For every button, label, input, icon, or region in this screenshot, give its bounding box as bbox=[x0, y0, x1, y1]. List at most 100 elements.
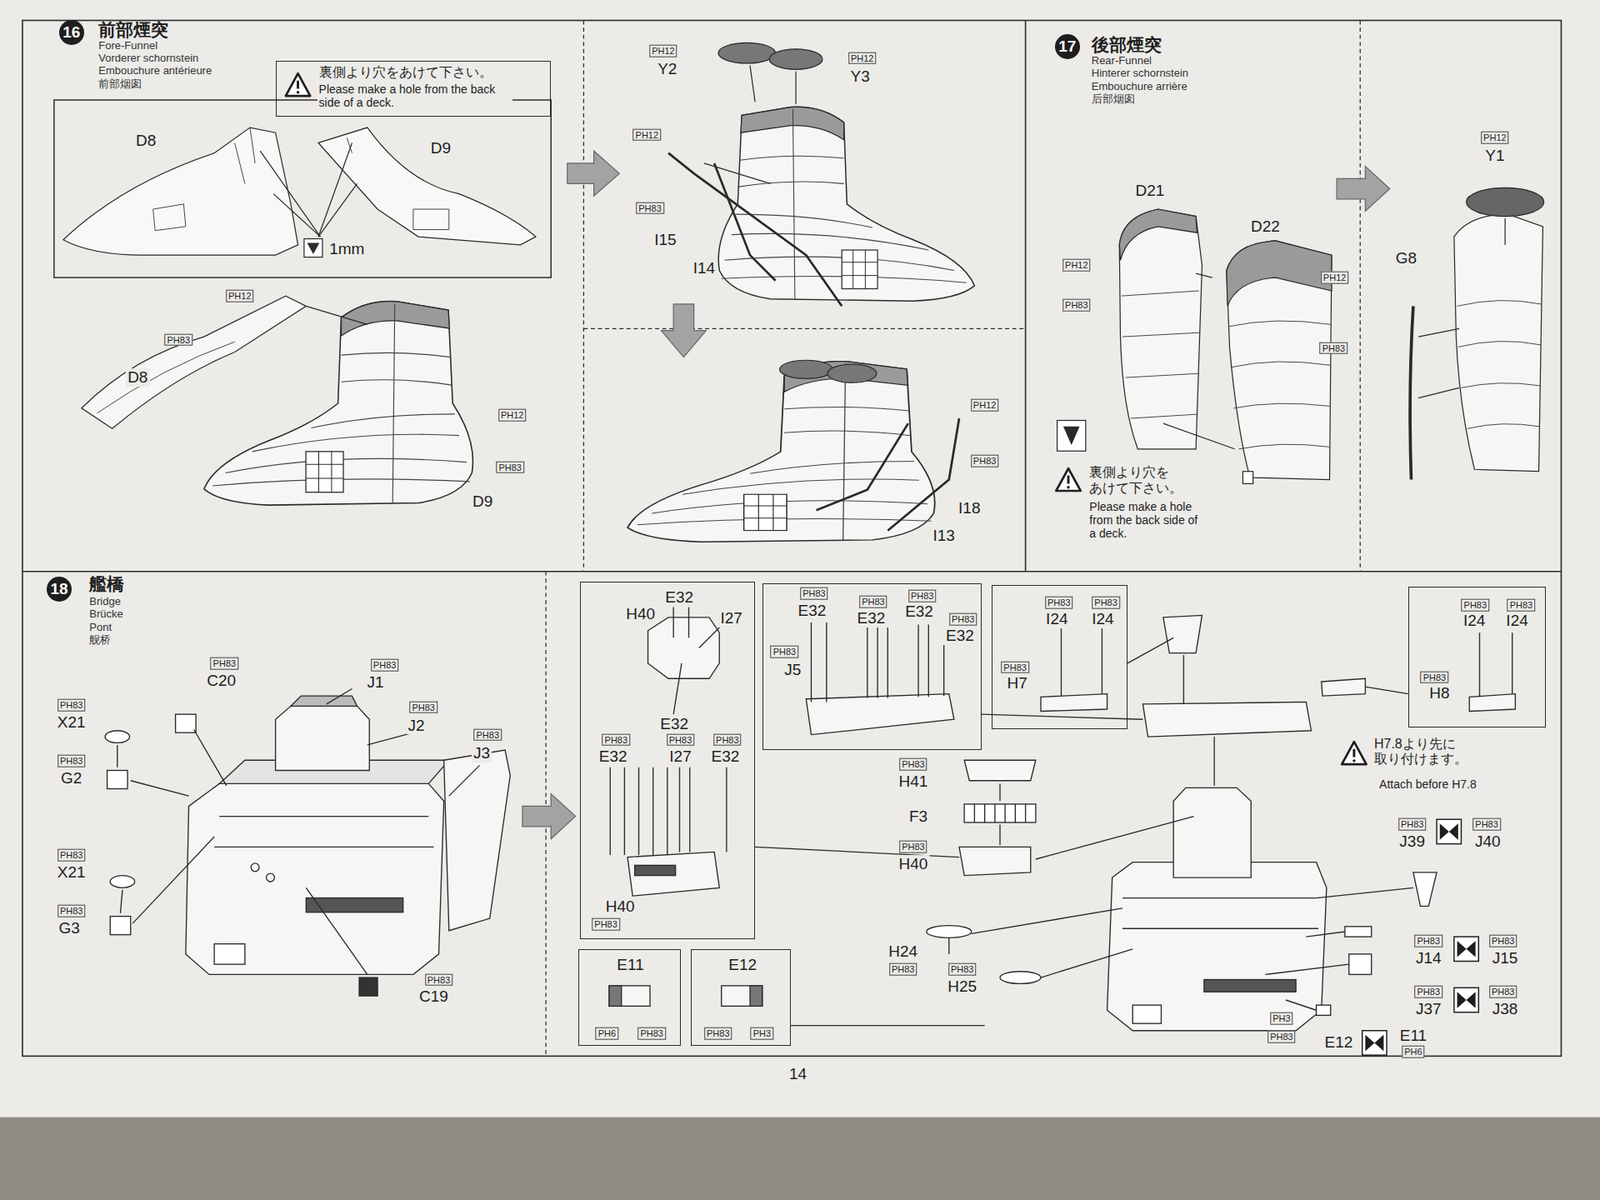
part-label: E32 bbox=[903, 603, 935, 622]
part-label: J2 bbox=[406, 716, 427, 735]
part-label: E32 bbox=[597, 747, 630, 766]
paint-code: PH83 bbox=[1489, 985, 1518, 999]
part-label: I18 bbox=[956, 499, 982, 518]
paint-code: PH83 bbox=[948, 963, 977, 976]
paint-code: PH12 bbox=[633, 128, 662, 141]
part-label: E11 bbox=[1398, 1026, 1429, 1045]
step-number: 17 bbox=[1055, 34, 1080, 60]
part-label: H8 bbox=[1427, 684, 1451, 703]
part-label: I27 bbox=[667, 747, 693, 766]
warning-text: 裏側より穴をあけて下さい。 bbox=[317, 65, 495, 80]
part-label: J39 bbox=[1397, 832, 1427, 851]
paint-code: PH83 bbox=[425, 973, 454, 986]
paint-code: PH83 bbox=[949, 613, 978, 626]
part-label: J38 bbox=[1490, 1000, 1520, 1019]
paint-code: PH83 bbox=[1062, 299, 1091, 312]
paint-code: PH83 bbox=[899, 840, 928, 854]
step-subtitle: Vorderer schornstein bbox=[96, 52, 200, 65]
warning-text: H7.8より先に 取り付けます。 bbox=[1372, 736, 1501, 768]
part-label: I27 bbox=[719, 609, 745, 628]
paint-code: PH83 bbox=[713, 733, 742, 746]
paint-code: PH83 bbox=[637, 1027, 666, 1040]
paint-code: PH83 bbox=[1415, 935, 1444, 948]
paint-code: PH83 bbox=[970, 455, 1000, 468]
part-label: I15 bbox=[652, 230, 678, 250]
part-label: E32 bbox=[855, 609, 888, 628]
warning-box: 裏側より穴をあけて下さい。 Please make a hole from the… bbox=[275, 60, 552, 116]
paint-code: PH83 bbox=[889, 963, 918, 976]
step-subtitle: Embouchure antérieure bbox=[96, 65, 214, 78]
part-label: H40 bbox=[896, 855, 930, 874]
step-panel: 16 前部煙突Fore-FunnelVorderer schornsteinEmb… bbox=[22, 20, 1026, 571]
paint-code: PH12 bbox=[848, 51, 877, 65]
part-label: G3 bbox=[57, 919, 82, 938]
step-subtitle: 前部烟囱 bbox=[96, 78, 144, 91]
part-label: D8 bbox=[134, 131, 158, 150]
part-label: D21 bbox=[1134, 181, 1167, 200]
part-label: E32 bbox=[663, 588, 695, 607]
part-label: J40 bbox=[1473, 832, 1503, 851]
paint-code: PH83 bbox=[370, 659, 400, 672]
part-label: F3 bbox=[907, 807, 930, 826]
part-label: D9 bbox=[470, 493, 495, 512]
step-number: 16 bbox=[59, 20, 85, 45]
part-label: J15 bbox=[1490, 949, 1520, 968]
paint-code: PH83 bbox=[591, 918, 620, 931]
part-label: Y2 bbox=[655, 60, 679, 79]
inset-box: PH83I24PH83I24PH83H7 bbox=[991, 585, 1128, 730]
paint-code: PH83 bbox=[1320, 341, 1349, 355]
part-label: J3 bbox=[471, 744, 492, 763]
warning-text: Attach before H7.8 bbox=[1377, 777, 1479, 791]
part-label: H40 bbox=[624, 605, 657, 624]
step-subtitle: Bridge bbox=[87, 595, 123, 609]
paint-code: PH83 bbox=[165, 333, 194, 346]
part-label: D9 bbox=[429, 139, 453, 158]
step-subtitle: 后部烟囱 bbox=[1090, 93, 1137, 106]
paint-code: PH3 bbox=[750, 1027, 774, 1040]
step-title: 艦橋 bbox=[87, 574, 126, 595]
part-label: E32 bbox=[944, 626, 976, 645]
paint-code: PH83 bbox=[57, 849, 86, 862]
paint-code: PH83 bbox=[770, 645, 800, 659]
paint-code: PH83 bbox=[602, 733, 631, 746]
step-title: 前部煙突 bbox=[96, 20, 170, 40]
paint-code: PH83 bbox=[210, 657, 240, 670]
paint-code: PH83 bbox=[474, 728, 503, 741]
paint-code: PH83 bbox=[57, 755, 86, 768]
step-subtitle: Embouchure arrière bbox=[1090, 80, 1190, 94]
part-label: J14 bbox=[1414, 949, 1444, 968]
paint-code: PH83 bbox=[666, 733, 695, 746]
part-label: J37 bbox=[1414, 1000, 1444, 1019]
part-label: C19 bbox=[417, 987, 450, 1006]
paint-code: PH83 bbox=[1091, 596, 1120, 610]
step-title: 後部煙突 bbox=[1090, 35, 1164, 55]
part-label: Y1 bbox=[1483, 146, 1506, 165]
part-label: I24 bbox=[1461, 612, 1487, 631]
part-label: I24 bbox=[1044, 610, 1070, 629]
part-label: X21 bbox=[55, 713, 88, 732]
step-subtitle: Fore-Funnel bbox=[96, 40, 160, 53]
paint-code: PH83 bbox=[635, 201, 665, 215]
paint-code: PH12 bbox=[1062, 259, 1091, 272]
paint-code: PH83 bbox=[859, 595, 888, 609]
inset-box: E12PH83PH3 bbox=[690, 949, 791, 1046]
step-panel: 18艦橋BridgeBrückePont舰桥H40E32I27E32PH83E3… bbox=[22, 571, 1562, 1057]
inset-box: PH83I24PH83I24PH83H8 bbox=[1408, 586, 1546, 728]
part-label: E32 bbox=[709, 747, 741, 766]
paint-code: PH12 bbox=[649, 45, 678, 58]
step-subtitle: Brücke bbox=[87, 608, 125, 621]
step-subtitle: Hinterer schornstein bbox=[1090, 67, 1190, 80]
paint-code: PH83 bbox=[1420, 670, 1450, 684]
step-number: 18 bbox=[46, 576, 72, 602]
paint-code: PH83 bbox=[1489, 935, 1518, 948]
warning-text: Please make a hole from the back side of… bbox=[317, 82, 513, 110]
part-label: I14 bbox=[691, 259, 717, 278]
part-label: I24 bbox=[1090, 610, 1115, 629]
paint-code: PH83 bbox=[409, 700, 438, 714]
paint-code: PH3 bbox=[1270, 1012, 1293, 1025]
part-label: H40 bbox=[604, 897, 637, 916]
step-subtitle: Rear-Funnel bbox=[1090, 55, 1154, 68]
paint-code: PH83 bbox=[899, 758, 928, 771]
part-label: E11 bbox=[615, 955, 645, 975]
part-label: 14 bbox=[787, 1065, 809, 1084]
